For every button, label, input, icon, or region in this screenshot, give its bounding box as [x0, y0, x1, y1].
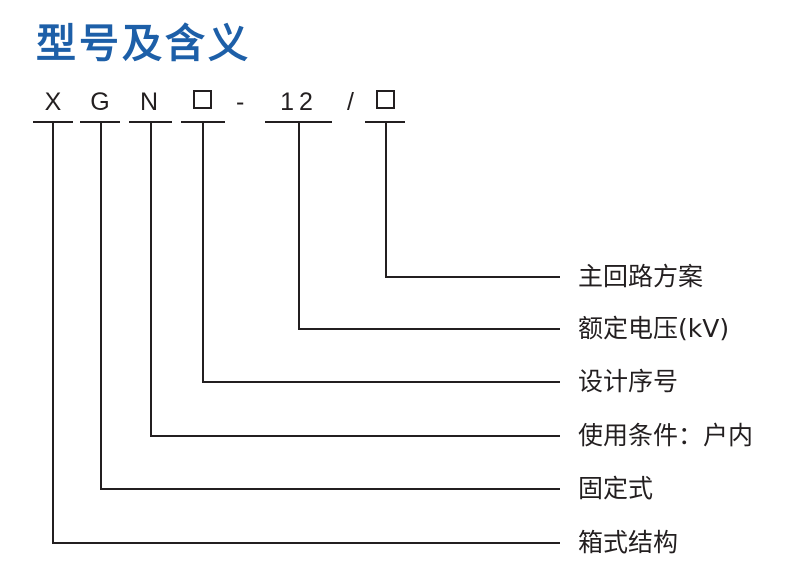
leader-use-condition [150, 122, 560, 437]
code-slash: / [347, 88, 354, 116]
label-fixed-type: 固定式 [578, 474, 654, 503]
code-dash: - [236, 88, 245, 116]
leader-design-number [202, 122, 560, 383]
label-main-circuit-scheme: 主回路方案 [578, 262, 704, 291]
label-rated-voltage: 额定电压(kV) [578, 314, 730, 343]
code-box-scheme [376, 90, 395, 109]
label-use-condition: 使用条件：户内 [578, 421, 754, 450]
code-g: G [90, 88, 110, 116]
leader-fixed-type [100, 122, 560, 490]
code-x: X [44, 88, 62, 116]
code-12: 12 [280, 88, 318, 116]
code-box-design [193, 90, 212, 109]
leader-main-circuit [385, 122, 560, 278]
diagram-title: 型号及含义 [36, 21, 251, 67]
leader-rated-voltage [298, 122, 560, 330]
leader-box-structure [52, 122, 560, 544]
label-design-number: 设计序号 [578, 367, 679, 396]
code-n: N [139, 88, 159, 116]
label-box-structure: 箱式结构 [578, 528, 679, 557]
